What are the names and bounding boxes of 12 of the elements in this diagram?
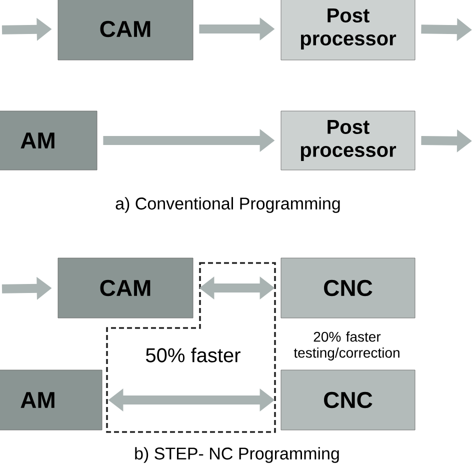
process-box: CNC — [280, 370, 416, 430]
process-box: AM — [0, 370, 102, 430]
process-box: AM — [0, 110, 98, 170]
note-text: 50% faster — [146, 348, 240, 362]
note-text: 20% faster testing/correction — [294, 331, 400, 361]
process-box: Post processor — [280, 0, 416, 60]
process-box: CAM — [58, 0, 194, 60]
process-box: CNC — [280, 258, 416, 318]
process-box: CAM — [58, 258, 194, 318]
process-box: Post processor — [280, 110, 416, 170]
caption: a) Conventional Programming — [116, 197, 340, 213]
caption: b) STEP- NC Programming — [135, 447, 339, 463]
